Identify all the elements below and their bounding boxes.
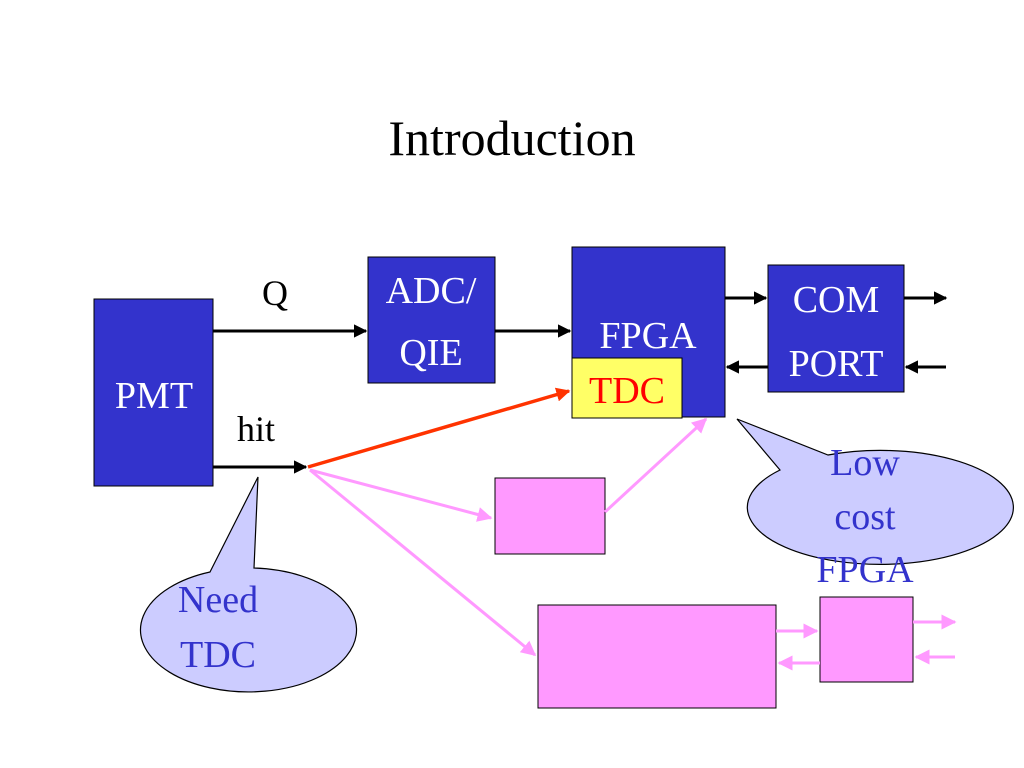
pink-box-small	[494, 477, 606, 555]
callout-low-cost-fpga: Low cost FPGA	[736, 418, 1014, 591]
pink-arrow-small-box-to-fpga	[603, 417, 708, 514]
pink-box-right	[819, 596, 914, 683]
pmt-block	[93, 298, 214, 487]
tdc-block	[571, 357, 683, 419]
callout-need-tdc-line2: TDC	[180, 634, 256, 676]
fpga-label: FPGA	[599, 315, 697, 357]
adc-qie-block	[367, 256, 496, 384]
callout-low-cost-shape	[736, 418, 1014, 565]
callout-low-cost-line1: Low	[830, 442, 900, 484]
com-label-line1: COM	[793, 279, 880, 321]
adc-label-line1: ADC/	[386, 270, 477, 312]
pink-arrow-hit-to-small-box	[309, 468, 493, 522]
adc-label-line2: QIE	[399, 332, 462, 374]
pmt-label: PMT	[115, 375, 193, 417]
slide-title: Introduction	[388, 110, 635, 166]
tdc-label: TDC	[589, 370, 665, 412]
hit-signal-label: hit	[237, 409, 275, 449]
arrow-hit-to-tdc	[307, 387, 571, 469]
com-label-line2: PORT	[789, 343, 884, 385]
callout-low-cost-line3: FPGA	[816, 549, 914, 591]
callout-low-cost-line2: cost	[834, 496, 896, 538]
callout-need-tdc-shape	[139, 476, 358, 693]
callout-need-tdc-line1: Need	[178, 579, 258, 621]
q-signal-label: Q	[262, 273, 288, 313]
callout-need-tdc: Need TDC	[139, 476, 358, 693]
com-port-block	[767, 264, 905, 393]
pink-arrow-hit-to-large-box	[309, 468, 537, 657]
pink-box-large	[537, 604, 777, 709]
